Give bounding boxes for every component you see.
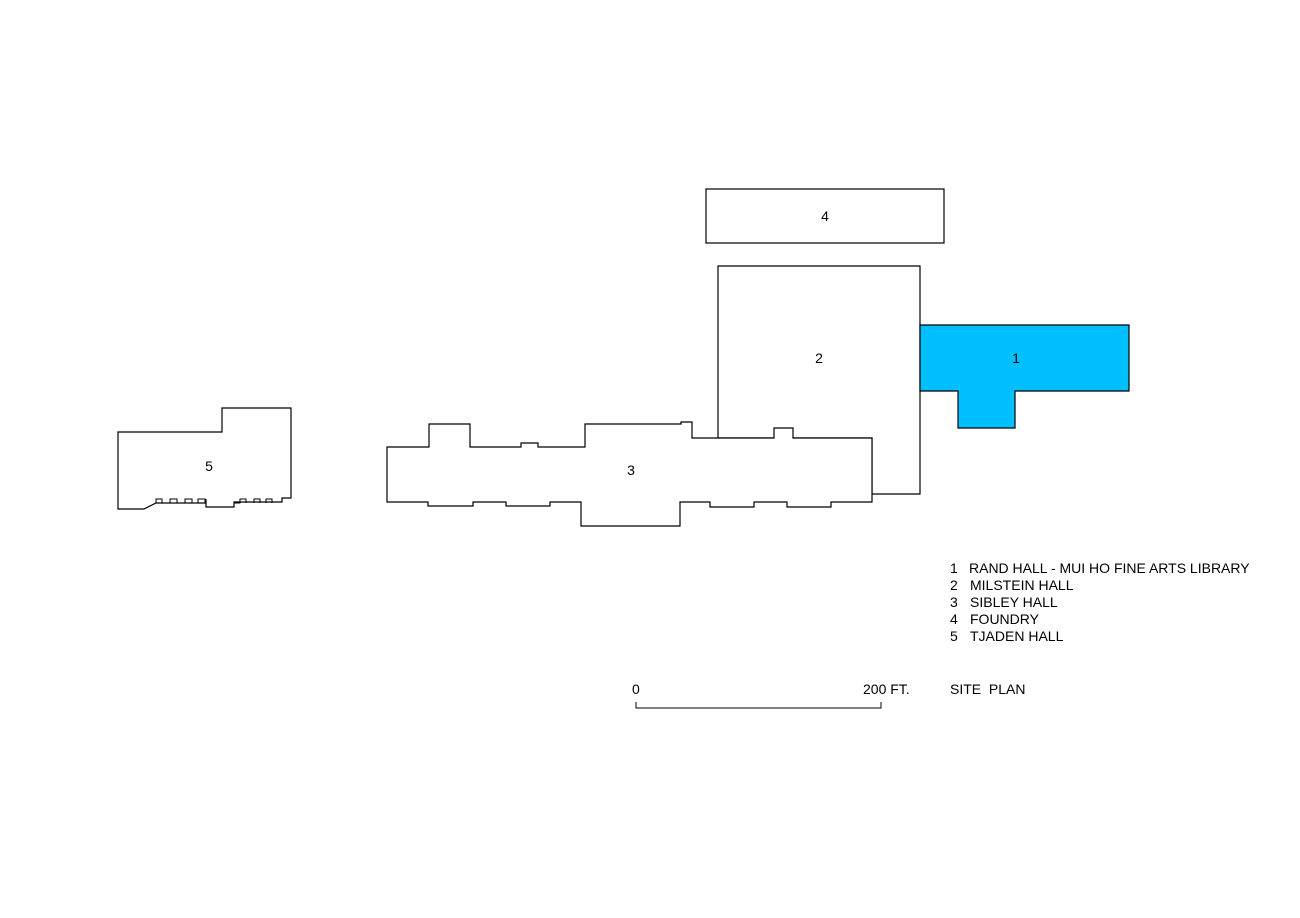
scale-bar-line	[635, 702, 882, 709]
building-2-number-label: 2	[815, 350, 823, 366]
legend-item-3-name: SIBLEY HALL	[970, 594, 1058, 610]
legend-item-3: 3 SIBLEY HALL	[950, 594, 1058, 610]
building-4-number-label: 4	[821, 208, 829, 224]
legend-item-5-number: 5	[950, 628, 958, 644]
legend-item-3-number: 3	[950, 594, 958, 610]
legend-item-4-name: FOUNDRY	[970, 611, 1040, 627]
scale-bar: 0 200 FT.	[632, 681, 910, 709]
legend-item-1-number: 1	[950, 560, 958, 576]
scale-start-label: 0	[632, 681, 640, 697]
legend-item-2: 2 MILSTEIN HALL	[950, 577, 1074, 593]
legend-item-5-name: TJADEN HALL	[970, 628, 1064, 644]
building-3-number-label: 3	[627, 462, 635, 478]
building-3-sibley-hall-outline	[386, 421, 873, 527]
legend-item-5: 5 TJADEN HALL	[950, 628, 1064, 644]
scale-end-label: 200 FT.	[863, 681, 910, 697]
building-5-number-label: 5	[205, 458, 213, 474]
building-5-tjaden-hall-outline	[117, 407, 292, 510]
plan-title: SITE PLAN	[950, 681, 1025, 697]
legend-item-1-name: RAND HALL - MUI HO FINE ARTS LIBRARY	[969, 560, 1250, 576]
legend-item-2-name: MILSTEIN HALL	[970, 577, 1074, 593]
legend-item-4-number: 4	[950, 611, 958, 627]
building-1-number-label: 1	[1012, 350, 1020, 366]
legend-item-4: 4 FOUNDRY	[950, 611, 1040, 627]
building-legend: 1 RAND HALL - MUI HO FINE ARTS LIBRARY 2…	[950, 560, 1250, 644]
legend-item-2-number: 2	[950, 577, 958, 593]
building-4-foundry-outline	[705, 188, 945, 244]
legend-item-1: 1 RAND HALL - MUI HO FINE ARTS LIBRARY	[950, 560, 1250, 576]
building-1-rand-hall-outline	[919, 324, 1130, 429]
building-5-tjaden-hall-edge-detail	[155, 498, 273, 504]
